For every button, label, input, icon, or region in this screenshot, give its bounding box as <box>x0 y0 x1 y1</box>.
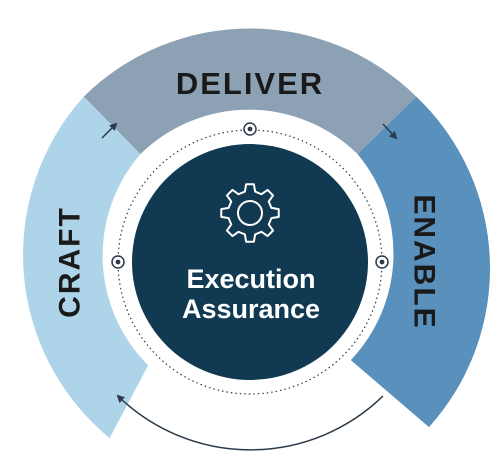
ring-node-right <box>375 255 389 269</box>
gear-icon <box>220 183 280 243</box>
segment-craft[interactable] <box>23 96 149 439</box>
ring-node-left <box>111 255 125 269</box>
arrow-deliver-to-enable <box>382 123 398 140</box>
segment-label-deliver: DELIVER <box>176 66 324 101</box>
arrow-craft-to-deliver <box>101 122 118 139</box>
segment-label-craft: CRAFT <box>54 206 87 318</box>
arrow-enable-to-craft <box>116 394 384 451</box>
segment-label-enable: ENABLE <box>408 194 441 329</box>
ring-node-top <box>243 122 257 136</box>
center-circle <box>132 144 368 380</box>
segment-deliver[interactable] <box>83 28 417 155</box>
center-title-line2: Assurance <box>182 294 320 324</box>
center-title-line1: Execution <box>186 264 315 294</box>
segment-enable[interactable] <box>350 96 491 428</box>
